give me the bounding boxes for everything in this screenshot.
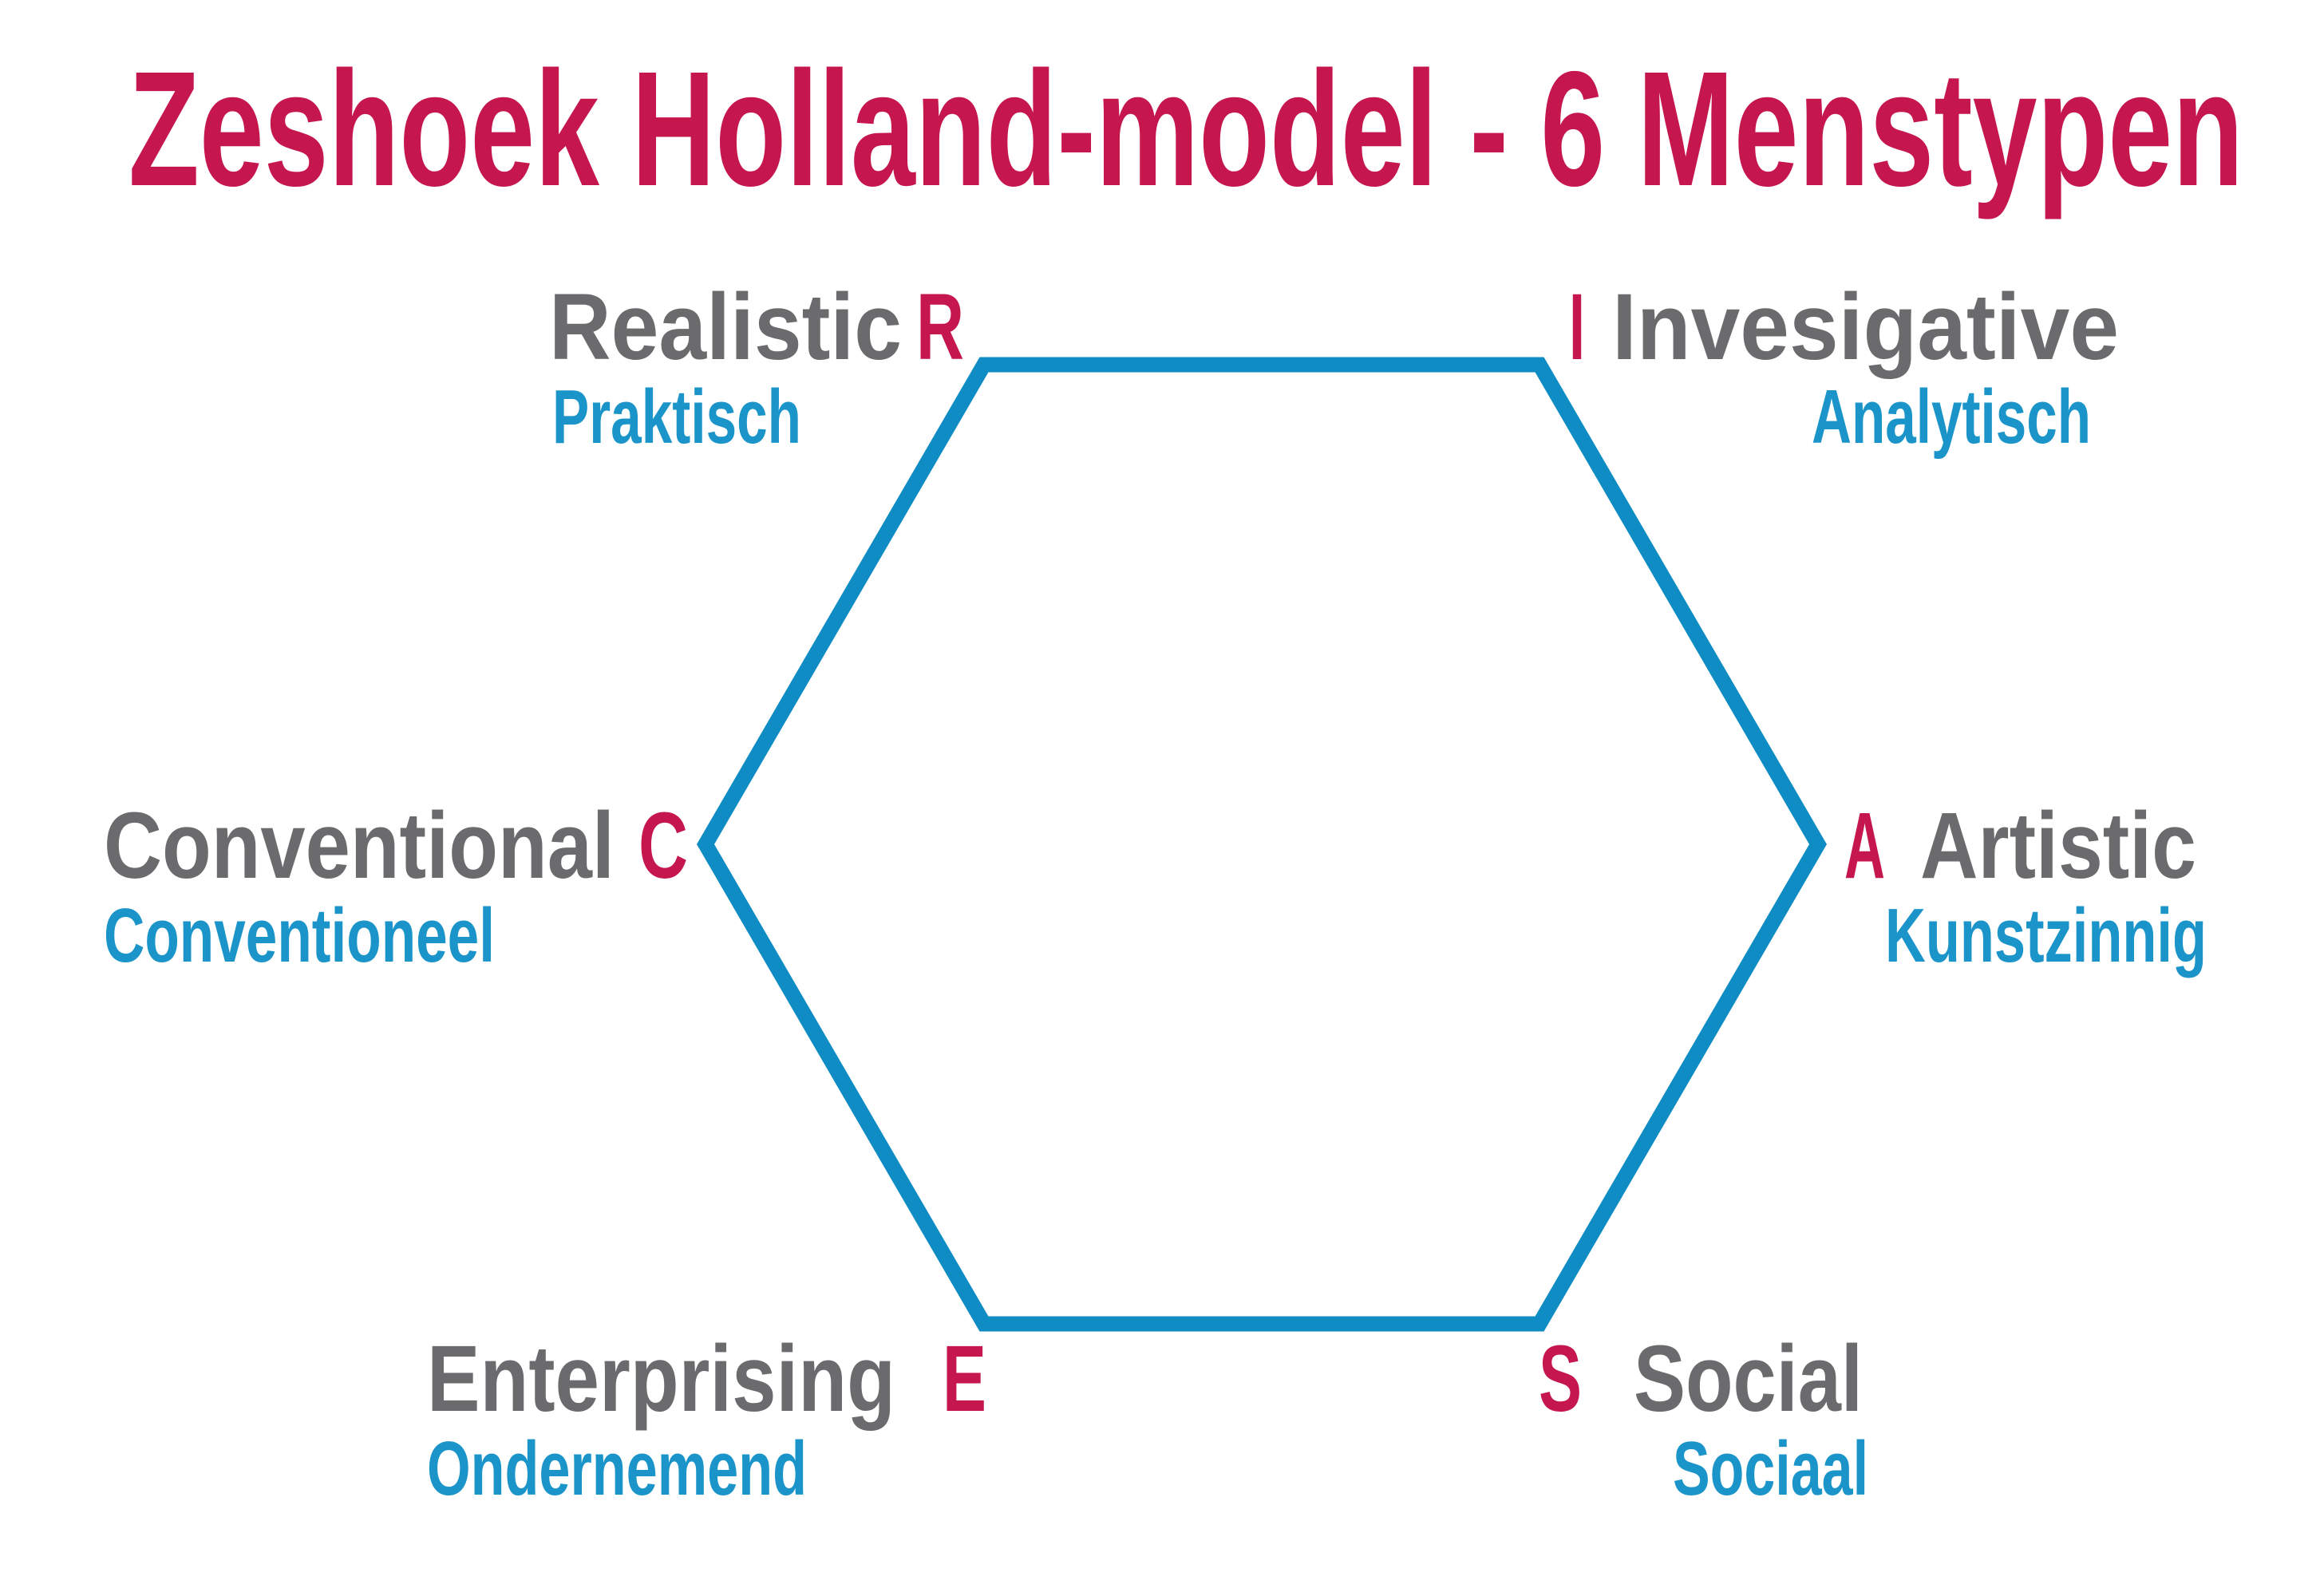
enterprising-english-label: Enterprising bbox=[427, 1326, 895, 1432]
type-label-artistic: A Artistic Kunstzinnig bbox=[1844, 793, 2207, 978]
investigative-letter: I bbox=[1569, 275, 1585, 380]
conventional-letter: C bbox=[638, 793, 688, 899]
type-label-social: S Social Sociaal bbox=[1539, 1326, 1868, 1511]
page-title: Zeshoek Holland-model - 6 Menstypen bbox=[128, 38, 2243, 220]
realistic-dutch-label: Praktisch bbox=[552, 374, 801, 460]
conventional-english-label: Conventional bbox=[104, 793, 615, 899]
realistic-english-label: Realistic bbox=[549, 275, 902, 380]
investigative-dutch-label: Analytisch bbox=[1812, 374, 2091, 460]
social-letter: S bbox=[1539, 1326, 1582, 1432]
social-dutch-label: Sociaal bbox=[1673, 1426, 1868, 1511]
social-english-label: Social bbox=[1634, 1326, 1863, 1432]
artistic-english-label: Artistic bbox=[1920, 793, 2196, 899]
enterprising-letter: E bbox=[943, 1326, 986, 1432]
type-label-investigative: I Invesigative Analytisch bbox=[1569, 275, 2119, 460]
type-label-enterprising: Enterprising E Ondernemend bbox=[427, 1326, 986, 1511]
artistic-dutch-label: Kunstzinnig bbox=[1885, 893, 2207, 978]
artistic-letter: A bbox=[1844, 793, 1885, 899]
conventional-dutch-label: Conventioneel bbox=[104, 893, 495, 978]
type-label-realistic: Realistic R Praktisch bbox=[549, 275, 964, 460]
investigative-english-label: Invesigative bbox=[1612, 275, 2119, 380]
realistic-letter: R bbox=[916, 275, 964, 380]
type-label-conventional: Conventional C Conventioneel bbox=[104, 793, 688, 978]
enterprising-dutch-label: Ondernemend bbox=[427, 1426, 807, 1511]
hexagon-outline bbox=[697, 357, 1827, 1332]
